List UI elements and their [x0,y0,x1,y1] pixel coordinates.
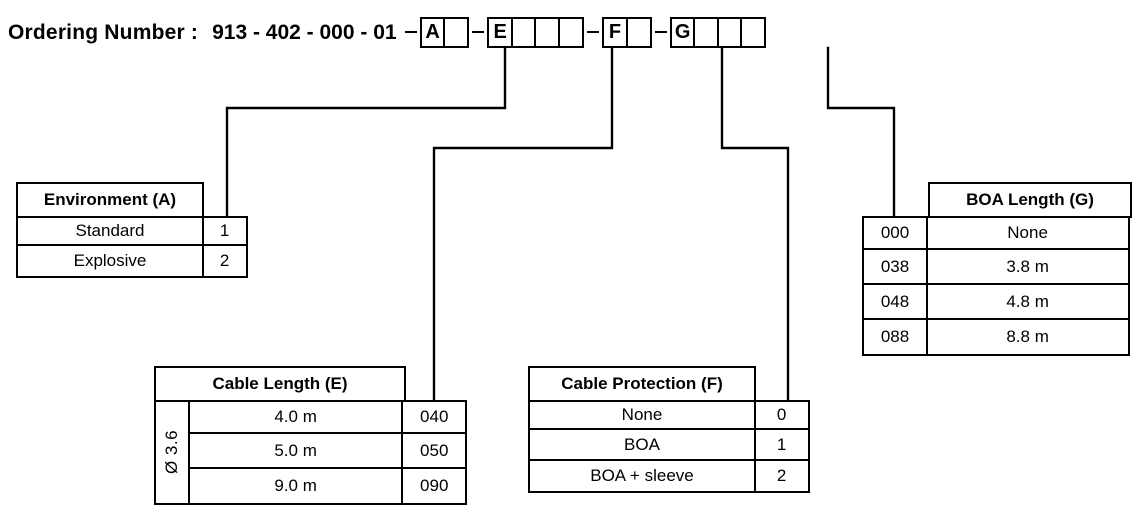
connector-dash-f [587,30,599,34]
cable-diameter-label-cell: Ø 3.6 [154,399,190,505]
boa-length-row-3-code: 088 [862,318,928,356]
cable-length-rows: 4.0 m 040 5.0 m 050 9.0 m 090 [187,399,468,505]
table-row: 048 4.8 m [862,283,1132,321]
table-row: 088 8.8 m [862,318,1132,356]
cable-length-row-2-description: 9.0 m [187,467,404,505]
boa-length-table: BOA Length (G) 000 None 038 3.8 m 048 4.… [862,182,1132,356]
leader-line-f [720,46,790,412]
cable-protection-table-title: Cable Protection (F) [528,366,756,402]
code-box-g-2[interactable] [716,16,743,48]
cable-protection-table: Cable Protection (F) None 0 BOA 1 BOA + … [528,366,810,493]
table-row: Explosive 2 [16,244,248,278]
ordering-number-label: Ordering Number : [8,20,199,44]
code-box-a-1[interactable] [443,16,470,48]
code-box-g-3[interactable] [740,16,767,48]
table-row: BOA + sleeve 2 [528,459,810,493]
cable-diameter-label: Ø 3.6 [162,430,181,475]
cable-length-table-body: Ø 3.6 4.0 m 040 5.0 m 050 9.0 m 090 [154,399,468,505]
boa-length-table-body: 000 None 038 3.8 m 048 4.8 m 088 8.8 m [862,215,1132,356]
table-row: BOA 1 [528,428,810,462]
cable-length-row-2-code: 090 [401,467,468,505]
environment-row-0-code: 1 [201,215,248,247]
boa-length-table-title: BOA Length (G) [928,182,1132,218]
code-box-f-1[interactable] [625,16,652,48]
cable-protection-table-body: None 0 BOA 1 BOA + sleeve 2 [528,399,810,493]
table-row: 000 None [862,215,1132,251]
boa-length-row-1-description: 3.8 m [925,248,1130,286]
code-box-e-1[interactable] [510,16,537,48]
table-row: 5.0 m 050 [187,432,468,470]
cable-length-row-0-description: 4.0 m [187,399,404,435]
code-box-e-2[interactable] [534,16,561,48]
leader-line-e [432,46,614,406]
code-box-g-1[interactable] [693,16,720,48]
leader-line-a [225,46,507,224]
cable-protection-row-2-code: 2 [753,459,810,493]
cable-length-row-0-code: 040 [401,399,468,435]
boa-length-row-1-code: 038 [862,248,928,286]
cable-protection-row-0-code: 0 [753,399,810,431]
code-group-f: F [602,16,652,48]
cable-length-row-1-code: 050 [401,432,468,470]
code-group-a: A [419,16,470,48]
code-box-g-letter[interactable]: G [669,16,696,48]
environment-table: Environment (A) Standard 1 Explosive 2 [16,182,248,278]
connector-dash-e [472,30,485,34]
code-group-e: E [487,16,584,48]
boa-length-row-2-description: 4.8 m [925,283,1130,321]
ordering-number-row: Ordering Number : 913 - 402 - 000 - 01 A… [8,14,767,50]
connector-dash-a [404,30,417,34]
connector-dash-g [654,30,667,34]
cable-length-row-1-description: 5.0 m [187,432,404,470]
code-box-a-letter[interactable]: A [419,16,446,48]
table-row: None 0 [528,399,810,431]
boa-length-row-3-description: 8.8 m [925,318,1130,356]
cable-protection-row-1-description: BOA [528,428,756,462]
code-group-g: G [669,16,767,48]
code-box-e-letter[interactable]: E [487,16,514,48]
cable-protection-row-1-code: 1 [753,428,810,462]
cable-length-table-title: Cable Length (E) [154,366,406,402]
cable-protection-row-2-description: BOA + sleeve [528,459,756,493]
environment-row-1-code: 2 [201,244,248,278]
environment-row-0-description: Standard [16,215,204,247]
environment-table-body: Standard 1 Explosive 2 [16,215,248,278]
code-box-f-letter[interactable]: F [602,16,628,48]
table-row: Standard 1 [16,215,248,247]
boa-length-row-0-code: 000 [862,215,928,251]
environment-row-1-description: Explosive [16,244,204,278]
boa-length-row-0-description: None [925,215,1130,251]
boa-length-row-2-code: 048 [862,283,928,321]
table-row: 038 3.8 m [862,248,1132,286]
table-row: 9.0 m 090 [187,467,468,505]
cable-length-table: Cable Length (E) Ø 3.6 4.0 m 040 5.0 m 0… [154,366,468,505]
environment-table-title: Environment (A) [16,182,204,218]
table-row: 4.0 m 040 [187,399,468,435]
ordering-base-code: 913 - 402 - 000 - 01 [212,20,397,44]
code-box-e-3[interactable] [558,16,584,48]
cable-protection-row-0-description: None [528,399,756,431]
